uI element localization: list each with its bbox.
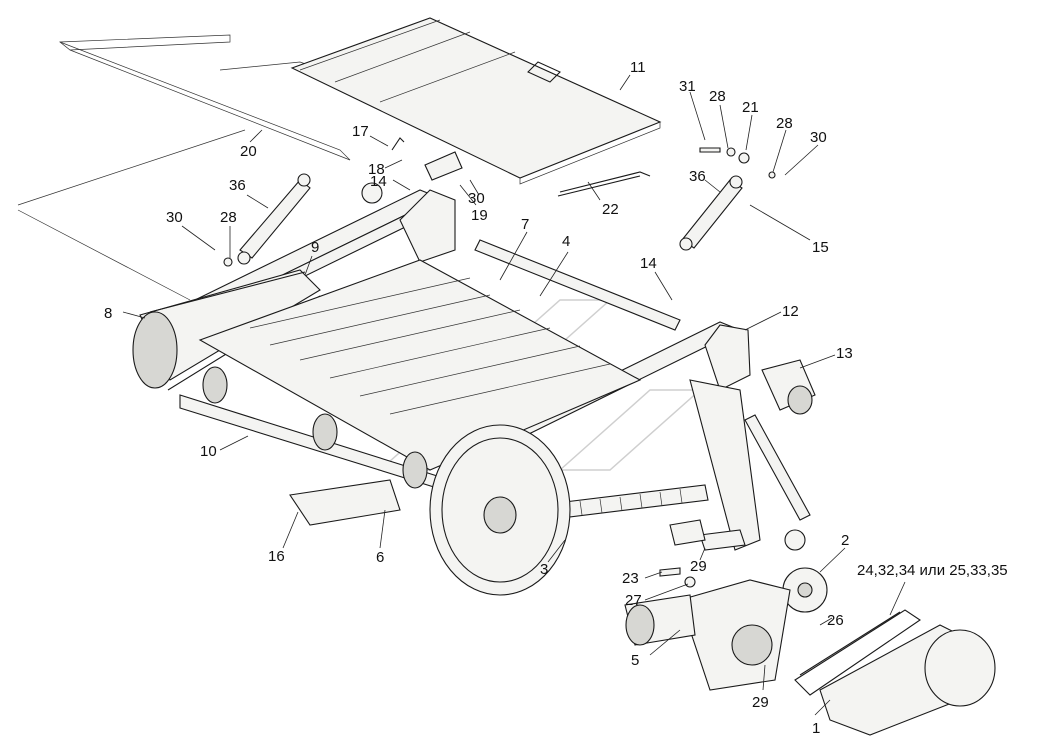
small-fasteners-top	[223, 137, 776, 267]
part-11-cover-panel	[290, 17, 662, 185]
callout-30-a: 30	[810, 129, 827, 146]
callout-28-a: 28	[709, 88, 726, 105]
callout-36-b: 36	[689, 168, 706, 185]
callout-7: 7	[521, 216, 529, 233]
callout-18: 18	[368, 161, 385, 178]
part-8-9-belt-drive	[132, 269, 321, 391]
callout-16: 16	[268, 548, 285, 565]
callout-29-a: 29	[690, 558, 707, 575]
callout-4: 4	[562, 233, 570, 250]
small-fasteners-bottom	[659, 519, 746, 588]
callout-11: 11	[630, 59, 646, 76]
callout-13: 13	[836, 345, 853, 362]
callout-24-32-34: 24,32,34 или 25,33,35	[857, 562, 1008, 579]
part-26-belt	[794, 609, 921, 696]
callout-14-b: 14	[640, 255, 657, 272]
callout-30-c: 30	[468, 190, 485, 207]
callout-22: 22	[602, 201, 619, 218]
callout-14-a: 14	[370, 173, 387, 190]
callout-19: 19	[471, 207, 488, 224]
callout-2: 2	[841, 532, 849, 549]
callout-17: 17	[352, 123, 369, 140]
callout-27: 27	[625, 592, 642, 609]
callout-8: 8	[104, 305, 112, 322]
part-16-bracket	[289, 479, 401, 526]
callout-5: 5	[631, 652, 639, 669]
callout-12: 12	[782, 303, 799, 320]
callout-28-b: 28	[776, 115, 793, 132]
part-5-gearbox	[624, 579, 791, 691]
callout-20: 20	[240, 143, 257, 160]
part-22-rod	[557, 171, 651, 197]
callout-28-c: 28	[220, 209, 237, 226]
part-10-shaft	[179, 366, 451, 493]
callout-26: 26	[827, 612, 844, 629]
part-36-cylinder-right	[679, 175, 743, 251]
part-1-belt-guard	[819, 624, 996, 736]
callout-36-a: 36	[229, 177, 246, 194]
part-20-plate-outline	[17, 34, 381, 301]
conveyor-bed	[198, 259, 642, 471]
callout-3: 3	[540, 561, 548, 578]
leader-lines	[122, 74, 906, 716]
callout-10: 10	[200, 443, 217, 460]
callout-9: 9	[311, 239, 319, 256]
callout-labels: 1 2 3 4 5 6 7 8 9 10 11 12 13 14 14 15 1…	[104, 59, 1008, 737]
callout-21: 21	[742, 99, 759, 116]
callout-15: 15	[812, 239, 829, 256]
part-13-housing	[761, 359, 816, 415]
callout-23: 23	[622, 570, 639, 587]
callout-1: 1	[812, 720, 820, 737]
callout-29-b: 29	[752, 694, 769, 711]
callout-6: 6	[376, 549, 384, 566]
part-36-cylinder-left	[237, 173, 311, 265]
main-pulley	[429, 424, 571, 596]
callout-31: 31	[679, 78, 696, 95]
callout-30-b: 30	[166, 209, 183, 226]
